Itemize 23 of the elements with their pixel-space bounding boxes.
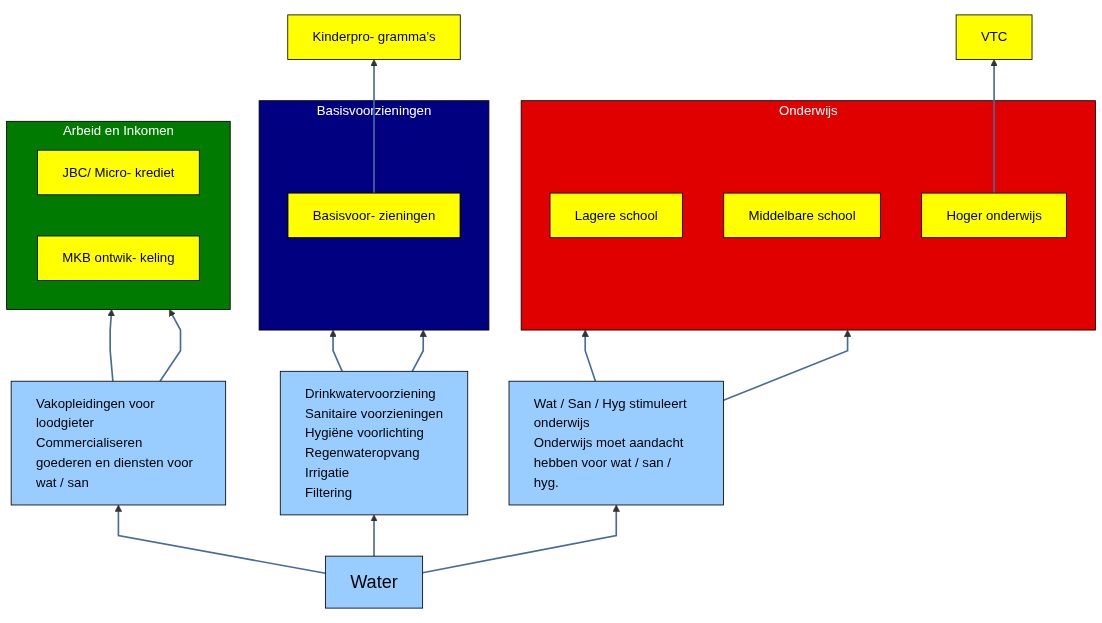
arrow bbox=[107, 309, 115, 383]
node-box: Wat / San / Hyg stimuleert onderwijs Onderwijs moet aandacht hebben voor wat / san / hyg. bbox=[508, 380, 724, 506]
arrow bbox=[370, 59, 378, 194]
node-box: Kinderpro- gramma’s bbox=[287, 14, 461, 60]
arrow bbox=[114, 504, 327, 575]
node-box: MKB ontwik- keling bbox=[37, 235, 200, 281]
arrow bbox=[581, 329, 597, 383]
arrow bbox=[990, 59, 998, 194]
node-box: Water bbox=[324, 555, 424, 609]
arrow bbox=[722, 329, 852, 402]
arrow bbox=[370, 514, 378, 557]
node-box: Vakopleidingen voor loodgieter Commercialiseren goederen en diensten voor wat / san bbox=[10, 380, 227, 506]
arrow bbox=[159, 309, 182, 383]
node-box: Drinkwatervoorziening Sanitaire voorzieningen Hygiëne voorlichting Regenwateropvang Irrigatie Filtering bbox=[279, 370, 469, 516]
node-box: VTC bbox=[955, 14, 1033, 60]
node-box: JBC/ Micro- krediet bbox=[37, 149, 200, 196]
arrow bbox=[329, 329, 344, 373]
node-box: Lagere school bbox=[549, 192, 683, 239]
node-box: Hoger onderwijs bbox=[921, 192, 1067, 239]
arrow bbox=[421, 504, 620, 574]
node-box: Middelbare school bbox=[723, 192, 881, 239]
node-box: Basisvoor- zieningen bbox=[287, 192, 461, 239]
arrow bbox=[411, 329, 427, 373]
